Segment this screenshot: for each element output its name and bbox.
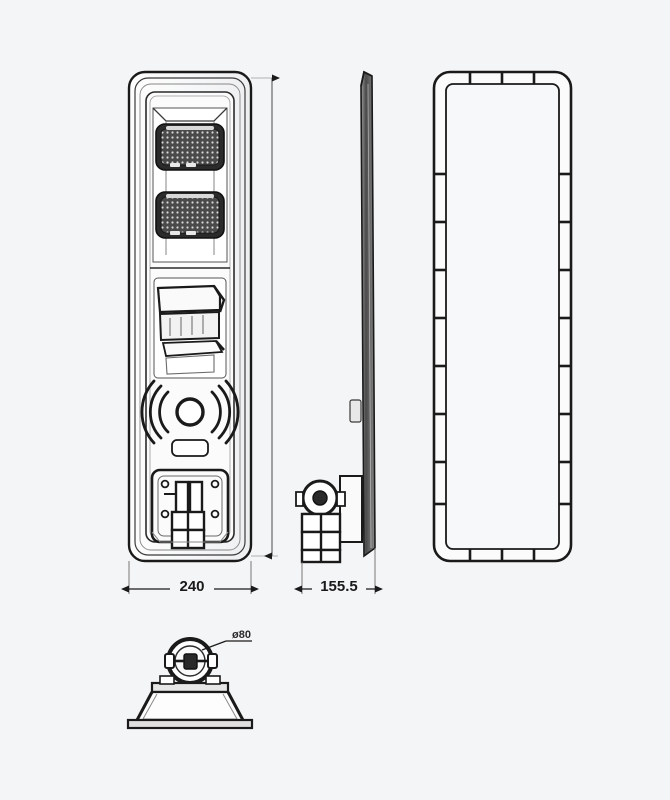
dimension-width-overall: 240 — [121, 561, 259, 595]
speaker-arc-right-1 — [210, 390, 222, 434]
view-side: 155.5 — [294, 70, 383, 595]
speaker-arc-right-3 — [224, 379, 240, 445]
side-profile-highlight — [367, 83, 372, 549]
upper-chamber-bevel-top — [152, 107, 228, 122]
bracket-base-bevel — [151, 531, 229, 543]
mount-base — [126, 675, 254, 730]
base-edge-left — [134, 691, 154, 723]
front-housing-inner-line-2 — [139, 83, 241, 551]
clamp-lug-right — [207, 653, 218, 669]
bracket-screw-tr — [210, 479, 220, 489]
rear-rib-ticks — [434, 72, 571, 561]
led-module-upper-grid — [160, 128, 220, 166]
bracket-screw-br — [210, 509, 220, 519]
mounting-bracket — [150, 468, 230, 550]
bracket-screw-tl — [160, 479, 170, 489]
hinge-lug-right — [336, 491, 346, 507]
clamp-bolt-hub — [183, 653, 198, 670]
sensor-window — [171, 439, 209, 457]
reflector-facet-bottom — [165, 354, 215, 375]
speaker-grille — [140, 379, 240, 445]
dimension-label-155-5: 155.5 — [320, 578, 358, 595]
pole-clamp — [164, 637, 218, 685]
dim-label-bg-depth — [312, 578, 366, 595]
led-module-lower-grid — [160, 196, 220, 234]
speaker-arc-left-1 — [158, 390, 170, 434]
speaker-arc-right-2 — [217, 384, 232, 440]
dimension-label-240: 240 — [179, 578, 204, 595]
led-module-upper-tab-b — [186, 163, 196, 167]
reflector-facet-low — [161, 340, 224, 357]
tilt-hinge-assembly — [295, 475, 363, 543]
dimension-height-overall — [251, 74, 280, 560]
led-module-lower-tab-a — [170, 231, 180, 235]
view-rear — [432, 70, 573, 563]
reflector-optic — [153, 277, 227, 379]
reflector-facet-mid — [158, 310, 220, 342]
base-boss-right — [205, 675, 221, 685]
dimension-label-diameter: ø80 — [232, 629, 251, 641]
hinge-pivot-hub — [312, 490, 328, 506]
dimension-pole-diameter: ø80 — [201, 629, 252, 651]
side-cable-gland — [349, 399, 362, 423]
view-front: 240 — [121, 70, 280, 595]
side-bracket-blocks — [300, 512, 342, 564]
base-boss-left — [159, 675, 175, 685]
front-housing-inner-line — [134, 77, 246, 556]
side-profile-top-taper — [360, 70, 373, 87]
hinge-mount-plate — [339, 475, 363, 543]
led-module-lower-top-strip — [166, 194, 214, 198]
led-module-lower — [155, 191, 225, 239]
rear-inner-frame — [445, 83, 560, 550]
reflector-side-edge — [213, 285, 226, 313]
led-module-upper — [155, 123, 225, 171]
base-trapezoid-body — [134, 690, 246, 724]
diameter-leader-line — [201, 640, 227, 651]
view-mount-detail: ø80 — [126, 629, 254, 730]
led-module-upper-tab-a — [170, 163, 180, 167]
hinge-lug-left — [295, 491, 304, 507]
reflector-side-edge-low — [215, 340, 225, 351]
speaker-arc-left-2 — [148, 384, 163, 440]
reflector-facet-top — [156, 284, 222, 314]
led-module-upper-top-strip — [166, 126, 214, 130]
speaker-center-circle — [175, 397, 205, 427]
base-bottom-plate — [126, 718, 254, 730]
speaker-arc-left-3 — [140, 379, 156, 445]
clamp-lug-left — [164, 653, 175, 669]
dimension-depth-overall: 155.5 — [294, 548, 383, 595]
bracket-screw-bl — [160, 509, 170, 519]
base-edge-right — [226, 691, 246, 723]
led-module-lower-tab-b — [186, 231, 196, 235]
front-upper-chamber — [152, 107, 228, 263]
dim-label-bg-width — [170, 578, 214, 595]
